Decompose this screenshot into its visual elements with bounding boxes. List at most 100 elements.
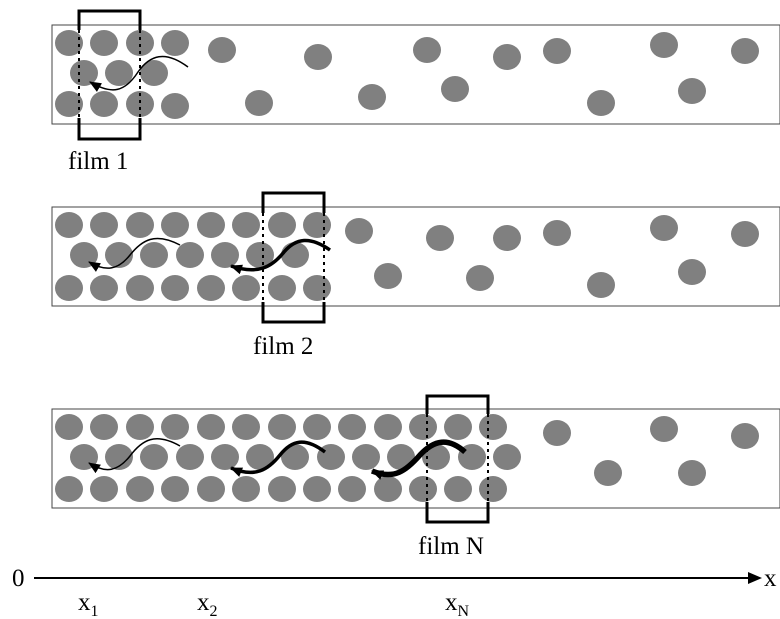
particle-panel-2-2 <box>90 212 118 238</box>
diffusion-path-3c <box>370 439 467 480</box>
particle-panel-3-18 <box>105 444 133 470</box>
particle-panel-2-6 <box>232 212 260 238</box>
particle-panel-3-35 <box>161 476 189 502</box>
particle-panel-2-3 <box>126 212 154 238</box>
particle-panel-2-13 <box>650 215 678 241</box>
diffusion-paths <box>88 55 467 480</box>
particle-panel-1-8 <box>493 44 521 70</box>
particle-panel-3-23 <box>281 444 309 470</box>
particle-panel-3-6 <box>232 414 260 440</box>
axis-origin-label: 0 <box>12 565 25 592</box>
particle-panel-2-19 <box>211 242 239 268</box>
particle-panel-2-31 <box>268 275 296 301</box>
particle-panel-3-29 <box>493 444 521 470</box>
particle-panel-3-12 <box>444 414 472 440</box>
particle-panel-3-40 <box>338 476 366 502</box>
particle-panel-3-38 <box>268 476 296 502</box>
particle-panel-3-44 <box>479 476 507 502</box>
particle-panel-3-30 <box>594 460 622 486</box>
particle-panel-3-41 <box>374 476 402 502</box>
particle-panel-3-20 <box>176 444 204 470</box>
particle-panel-2-4 <box>161 212 189 238</box>
particle-panel-2-12 <box>543 220 571 246</box>
particle-panel-1-2 <box>90 30 118 56</box>
film-label-1: film 1 <box>68 148 128 175</box>
particle-panel-1-22 <box>358 84 386 110</box>
tick-label-xn: xN <box>445 589 470 619</box>
particle-panel-2-32 <box>303 275 331 301</box>
particle-panel-3-31 <box>678 460 706 486</box>
particle-panel-1-19 <box>126 91 154 117</box>
particle-panel-2-24 <box>678 259 706 285</box>
particle-panel-1-15 <box>441 76 469 102</box>
particle-panel-3-14 <box>543 420 571 446</box>
particle-panel-3-7 <box>268 414 296 440</box>
particle-panel-2-33 <box>587 272 615 298</box>
diffusion-path-3b <box>230 440 327 477</box>
particle-panel-3-2 <box>90 414 118 440</box>
particle-panel-2-10 <box>426 225 454 251</box>
particle-panel-3-36 <box>197 476 225 502</box>
particle-panel-2-23 <box>466 265 494 291</box>
particle-panel-3-8 <box>303 414 331 440</box>
particle-panel-1-20 <box>161 93 189 119</box>
tick-label-x2: x2 <box>197 589 218 619</box>
particle-panel-2-9 <box>345 218 373 244</box>
particle-panel-1-6 <box>304 44 332 70</box>
particle-panel-3-10 <box>374 414 402 440</box>
particle-panel-1-5 <box>208 37 236 63</box>
axis-arrow-label: x <box>764 565 777 592</box>
film-label-2: film 2 <box>253 333 313 360</box>
particle-panel-1-10 <box>650 32 678 58</box>
particle-panel-3-3 <box>126 414 154 440</box>
particle-panel-2-25 <box>55 275 83 301</box>
x-axis-arrowhead <box>748 572 762 584</box>
particle-panel-2-27 <box>126 275 154 301</box>
particle-panel-3-19 <box>140 444 168 470</box>
particle-panel-2-30 <box>232 275 260 301</box>
particle-panel-1-1 <box>55 30 83 56</box>
particle-panel-2-16 <box>105 242 133 268</box>
particle-panel-3-43 <box>444 476 472 502</box>
particle-panel-1-23 <box>587 90 615 116</box>
particle-panel-2-18 <box>176 242 204 268</box>
particle-panel-3-11 <box>409 414 437 440</box>
particle-panel-1-3 <box>126 30 154 56</box>
particle-panel-1-14 <box>140 60 168 86</box>
particle-panel-3-37 <box>232 476 260 502</box>
particle-panel-3-16 <box>731 423 759 449</box>
particle-panel-3-27 <box>422 444 450 470</box>
film-bracket-2 <box>261 191 326 324</box>
particle-panel-2-20 <box>246 242 274 268</box>
particle-panel-1-12 <box>70 60 98 86</box>
film-label-n: film N <box>418 533 484 560</box>
particle-panel-3-13 <box>479 414 507 440</box>
particle-panel-3-25 <box>352 444 380 470</box>
particle-panel-1-21 <box>245 90 273 116</box>
particle-panel-2-17 <box>140 242 168 268</box>
diffusion-path-3a <box>88 438 181 474</box>
particle-panel-2-8 <box>303 212 331 238</box>
particle-panel-1-9 <box>543 38 571 64</box>
tube-panel-3 <box>51 408 780 509</box>
diffusion-path-2a <box>88 237 181 272</box>
particle-panel-2-26 <box>90 275 118 301</box>
particle-panel-2-5 <box>197 212 225 238</box>
particle-panel-3-22 <box>246 444 274 470</box>
particle-panel-3-34 <box>126 476 154 502</box>
particle-panel-2-29 <box>197 275 225 301</box>
particle-panel-2-28 <box>161 275 189 301</box>
film-bracket-n <box>425 394 490 524</box>
particles-group <box>55 30 759 502</box>
diffusion-path-1a <box>89 55 189 92</box>
particle-panel-1-4 <box>161 30 189 56</box>
particle-panel-1-17 <box>55 91 83 117</box>
particle-panel-3-33 <box>90 476 118 502</box>
film-bracket-1 <box>77 9 142 141</box>
particle-panel-3-42 <box>409 476 437 502</box>
particle-panel-2-14 <box>731 221 759 247</box>
diffusion-path-2b <box>230 238 332 275</box>
particle-panel-3-4 <box>161 414 189 440</box>
tube-panel-2 <box>51 206 780 307</box>
